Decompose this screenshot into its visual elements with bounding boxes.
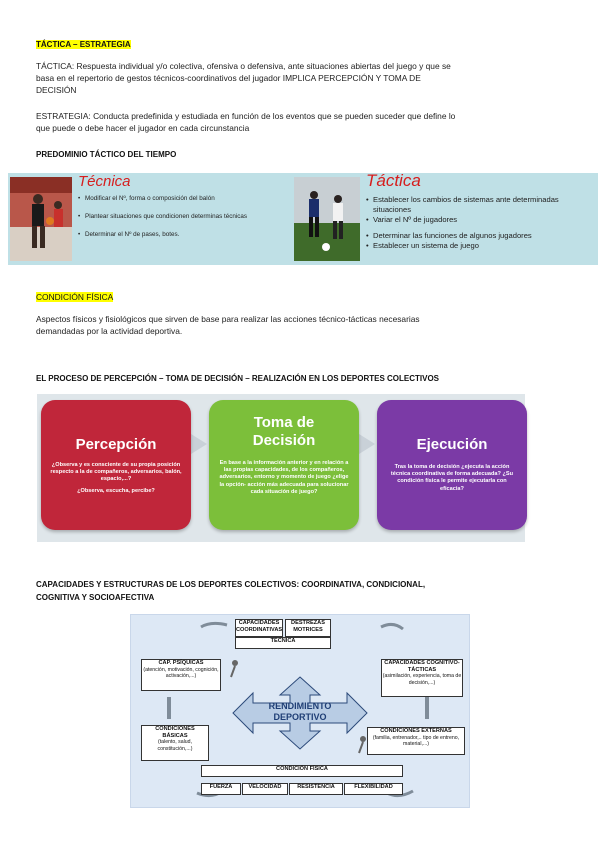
box-destrezas-motrices: DESTREZAS MOTRICES [285,619,331,637]
tecnica-tactica-banner: Técnica Modificar el Nº, forma o composi… [8,171,598,265]
four-way-arrow-icon [232,676,368,750]
curved-arrow-icon [380,622,404,631]
card-title: Toma de [253,414,315,431]
tactica-title: Táctica [366,171,421,190]
player-icon [360,736,366,742]
box-capacidades-coordinativas: CAPACIDADES COORDINATIVAS [235,619,283,637]
estrategia-definition: ESTRATEGIA: Conducta predefinida y estud… [36,110,581,134]
box-condiciones-basicas: CONDICIONES BÁSICAS (talento, salud, con… [141,725,209,761]
capacidades-heading-line: COGNITIVA Y SOCIOAFECTIVA [36,593,155,602]
football-photo [294,177,360,261]
tactica-line: basa en el repertorio de gestos técnicos… [36,73,421,83]
tactica-item: Variar el Nº de jugadores [366,215,596,225]
card-body: Tras la toma de decisión ¿ejecuta la acc… [390,464,514,492]
rendimiento-deportivo-label: RENDIMIENTO DEPORTIVO [268,701,332,722]
box-subtitle: (talento, salud, constitución,...) [157,739,193,752]
card-body: En base a la información anterior y en r… [219,460,349,495]
process-cards: Percepción ¿Observa y es consciente de s… [37,394,527,542]
condicion-fisica-definition: Aspectos físicos y fisiológicos que sirv… [36,313,556,337]
estrategia-line: que puede o debe hacer el jugador en cad… [36,123,250,133]
condicion-line: demandadas por la actividad deportiva. [36,326,183,336]
box-subtitle: (atención, motivación, cognición, activa… [143,666,219,680]
tactica-item: Establecer los cambios de sistemas ante … [366,195,596,215]
box-velocidad: VELOCIDAD [242,783,288,795]
box-flexibilidad: FLEXIBILIDAD [344,783,403,795]
card-title-2: Decisión [252,432,316,449]
basketball-photo [10,177,72,261]
box-cap-psiquicas: CAP. PSÍQUICAS (atención, motivación, co… [141,659,221,691]
box-title: CONDICIONES BÁSICAS [155,726,195,739]
tactica-item: Determinar las funciones de algunos juga… [366,231,596,241]
capacidades-heading: CAPACIDADES Y ESTRUCTURAS DE LOS DEPORTE… [36,578,425,604]
condicion-fisica-heading: CONDICIÓN FÍSICA [36,292,114,302]
proceso-heading: EL PROCESO DE PERCEPCIÓN – TOMA DE DECIS… [36,374,440,383]
tactica-line: DECISIÓN [36,85,77,95]
curved-arrow-icon [200,621,228,629]
capacidades-diagram: CAPACIDADES COORDINATIVAS DESTREZAS MOTR… [130,614,470,808]
box-resistencia: RESISTENCIA [289,783,343,795]
tactica-list: Establecer los cambios de sistemas ante … [366,195,596,251]
tecnica-title: Técnica [78,173,131,190]
process-arrows [191,434,375,454]
predominio-heading: PREDOMINIO TÁCTICO DEL TIEMPO [36,150,177,159]
tactica-definition: TÁCTICA: Respuesta individual y/o colect… [36,60,576,96]
box-title: CAP. PSÍQUICAS [158,660,204,666]
card-body: ¿Observa y es consciente de su propia po… [50,462,182,483]
card-ejecucion: Ejecución Tras la toma de decisión ¿ejec… [377,400,527,530]
card-body-2: ¿Observa, escucha, percibe? [77,487,155,494]
card-toma-decision: Toma de Decisión En base a la informació… [209,400,359,530]
tecnica-item: Modificar el Nº, forma o composición del… [78,195,288,203]
capacidades-heading-line: CAPACIDADES Y ESTRUCTURAS DE LOS DEPORTE… [36,580,426,589]
tecnica-item: Plantear situaciones que condicionen det… [78,213,288,221]
tecnica-item: Determinar el Nº de pases, botes. [78,231,288,239]
diagram-arrows [167,621,429,798]
box-capacidades-cognitivo-tacticas: CAPACIDADES COGNITIVO-TÁCTICAS (asimilac… [381,659,463,697]
arrow-icon [359,434,375,454]
player-icon [232,660,238,666]
box-condiciones-externas: CONDICIONES EXTERNAS (familia, entrenado… [367,727,465,755]
card-title: Ejecución [416,436,488,453]
tactica-heading-text: TÁCTICA – ESTRATEGIA [36,40,131,49]
arrow-icon [191,434,207,454]
box-title: CONDICIONES EXTERNAS [380,728,452,734]
card-title: Percepción [75,436,157,453]
tactica-line: TÁCTICA: Respuesta individual y/o colect… [36,61,451,71]
condicion-fisica-heading-text: CONDICIÓN FÍSICA [36,292,114,302]
box-subtitle: (familia, entrenador,.. tipo de entreno,… [372,734,460,748]
condicion-line: Aspectos físicos y fisiológicos que sirv… [36,314,420,324]
box-subtitle: (asimilación, experiencia, toma de decis… [382,673,462,686]
estrategia-line: ESTRATEGIA: Conducta predefinida y estud… [36,111,456,121]
box-title: CAPACIDADES COGNITIVO-TÁCTICAS [384,660,460,673]
box-condicion-fisica: CONDICIÓN FÍSICA [201,765,403,777]
box-fuerza: FUERZA [201,783,241,795]
tactica-item: Establecer un sistema de juego [366,241,596,251]
section-tactica-heading: TÁCTICA – ESTRATEGIA [36,40,131,49]
card-percepcion: Percepción ¿Observa y es consciente de s… [41,400,191,530]
box-tecnica: TÉCNICA [235,637,331,649]
tecnica-list: Modificar el Nº, forma o composición del… [78,195,288,239]
